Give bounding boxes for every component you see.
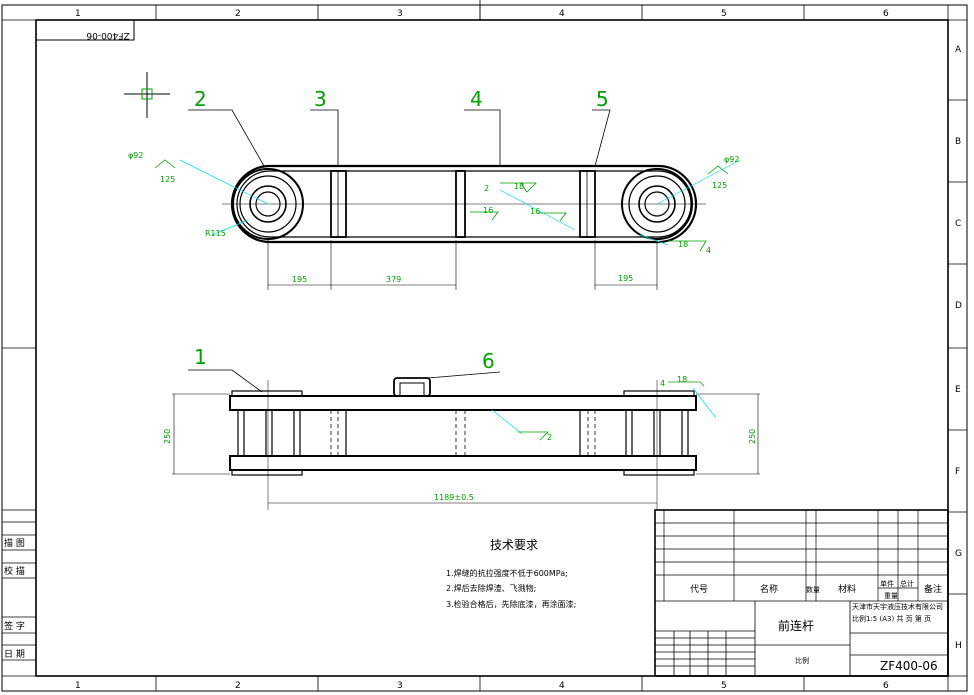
- left-sign-strip: [2, 509, 36, 661]
- corner-code-box: ZF400-06: [35, 19, 135, 41]
- dim-dia-right: φ92: [724, 155, 739, 164]
- part-label-4: 4: [470, 87, 483, 111]
- zone-row-b: B: [955, 137, 961, 147]
- drawing-number: ZF400-06: [880, 659, 938, 673]
- weld-symbols: [154, 159, 729, 441]
- weld-label-18-top: 18: [514, 182, 524, 191]
- col-header-single: 单件: [880, 579, 894, 588]
- zone-col-6-bottom: 6: [883, 681, 889, 691]
- side-view: [172, 369, 760, 510]
- dim-379: 379: [386, 275, 401, 284]
- dim-195-left: 195: [292, 275, 307, 284]
- zone-row-d: D: [955, 301, 962, 311]
- part-label-1: 1: [194, 345, 207, 369]
- tech-requirement-1: 1.焊缝的抗拉强度不低于600MPa;: [446, 568, 568, 578]
- company-line-2: 比例1:5 (A3) 共 页 第 页: [852, 614, 931, 623]
- weld-label-2: 2: [484, 184, 489, 193]
- tech-requirements-title: 技术要求: [490, 538, 538, 552]
- scale-label: 比例: [795, 656, 809, 665]
- zone-col-3-bottom: 3: [397, 681, 403, 691]
- title-block: [654, 509, 949, 677]
- col-header-qty: 数量: [806, 585, 820, 594]
- zone-col-4-top: 4: [559, 9, 565, 19]
- part-name: 前连杆: [778, 618, 814, 633]
- weld-label-18-side: 18: [677, 375, 687, 384]
- dim-height-right: 250: [748, 429, 757, 444]
- zone-labels: 1 2 3 4 5 6 1 2 3 4 5 6 A B C D E F G H: [75, 9, 962, 691]
- roughness-left: 125: [160, 175, 175, 184]
- part-labels: 2 3 4 5 1 6: [194, 87, 609, 373]
- sign-check: 校 描: [4, 565, 25, 577]
- zone-col-1-top: 1: [75, 9, 81, 19]
- col-header-total: 总计: [900, 579, 914, 588]
- weld-label-16-a: 16: [483, 206, 493, 215]
- zone-row-e: E: [955, 385, 961, 395]
- dim-height-left: 250: [163, 429, 172, 444]
- part-label-6: 6: [482, 349, 495, 373]
- zone-col-4-bottom: 4: [559, 681, 565, 691]
- zone-col-3-top: 3: [397, 9, 403, 19]
- zone-row-c: C: [955, 219, 961, 229]
- zone-col-2-top: 2: [235, 9, 241, 19]
- part-label-5: 5: [596, 87, 609, 111]
- corner-code: ZF400-06: [86, 30, 129, 40]
- roughness-right: 125: [712, 181, 727, 190]
- dim-dia-left: φ92: [128, 151, 143, 160]
- weight-label: 重量: [884, 592, 898, 600]
- title-block-labels: 代号 名称 数量 材料 单件 总计 备注 重量 前连杆 天津市天宇液压技术有限公…: [690, 579, 943, 673]
- dim-195-right: 195: [618, 274, 633, 283]
- zone-col-5-bottom: 5: [721, 681, 727, 691]
- weld-label-2-bottom: 2: [547, 433, 552, 442]
- left-sign-labels: 描 图 校 描 签 字 日 期: [4, 537, 25, 660]
- part-label-3: 3: [314, 87, 327, 111]
- col-header-material: 材料: [838, 583, 856, 595]
- sign-date: 日 期: [4, 649, 25, 660]
- zone-col-5-top: 5: [721, 9, 727, 19]
- zone-row-f: F: [955, 467, 960, 477]
- weld-label-18-mid: 18: [678, 240, 688, 249]
- weld-label-16-b: 16: [530, 207, 540, 216]
- dim-length: 1189±0.5: [434, 493, 474, 502]
- col-header-code: 代号: [690, 584, 708, 595]
- top-view: [179, 109, 741, 290]
- zone-col-1-bottom: 1: [75, 681, 81, 691]
- dim-radius: R115: [205, 229, 226, 238]
- zone-col-6-top: 6: [883, 9, 889, 19]
- part-label-2: 2: [194, 87, 207, 111]
- weld-label-4: 4: [706, 246, 711, 255]
- zone-row-h: H: [955, 641, 962, 651]
- zone-col-2-bottom: 2: [235, 681, 241, 691]
- weld-label-4-side: 4: [660, 379, 665, 388]
- weld-labels: 125 125 18 2 16 16 18 4 18 2 4: [160, 175, 727, 442]
- dimension-labels: φ92 φ92 R115 195 379 195 250 250 1189±0.…: [128, 151, 757, 502]
- technical-requirements: 技术要求 1.焊缝的抗拉强度不低于600MPa; 2.焊后去除焊渣、飞溅物; 3…: [446, 538, 576, 609]
- col-header-name: 名称: [760, 583, 778, 595]
- crosshair-symbol: [124, 72, 170, 118]
- sign-trace: 描 图: [4, 537, 25, 549]
- zone-row-g: G: [955, 549, 962, 559]
- col-header-remark: 备注: [924, 583, 942, 595]
- sign-signature: 签 字: [4, 620, 25, 632]
- zone-row-a: A: [955, 45, 962, 55]
- company-line-1: 天津市天宇液压技术有限公司: [852, 602, 943, 611]
- tech-requirement-2: 2.焊后去除焊渣、飞溅物;: [446, 583, 536, 593]
- tech-requirement-3: 3.检验合格后，先除底漆，再涂面漆;: [446, 599, 576, 609]
